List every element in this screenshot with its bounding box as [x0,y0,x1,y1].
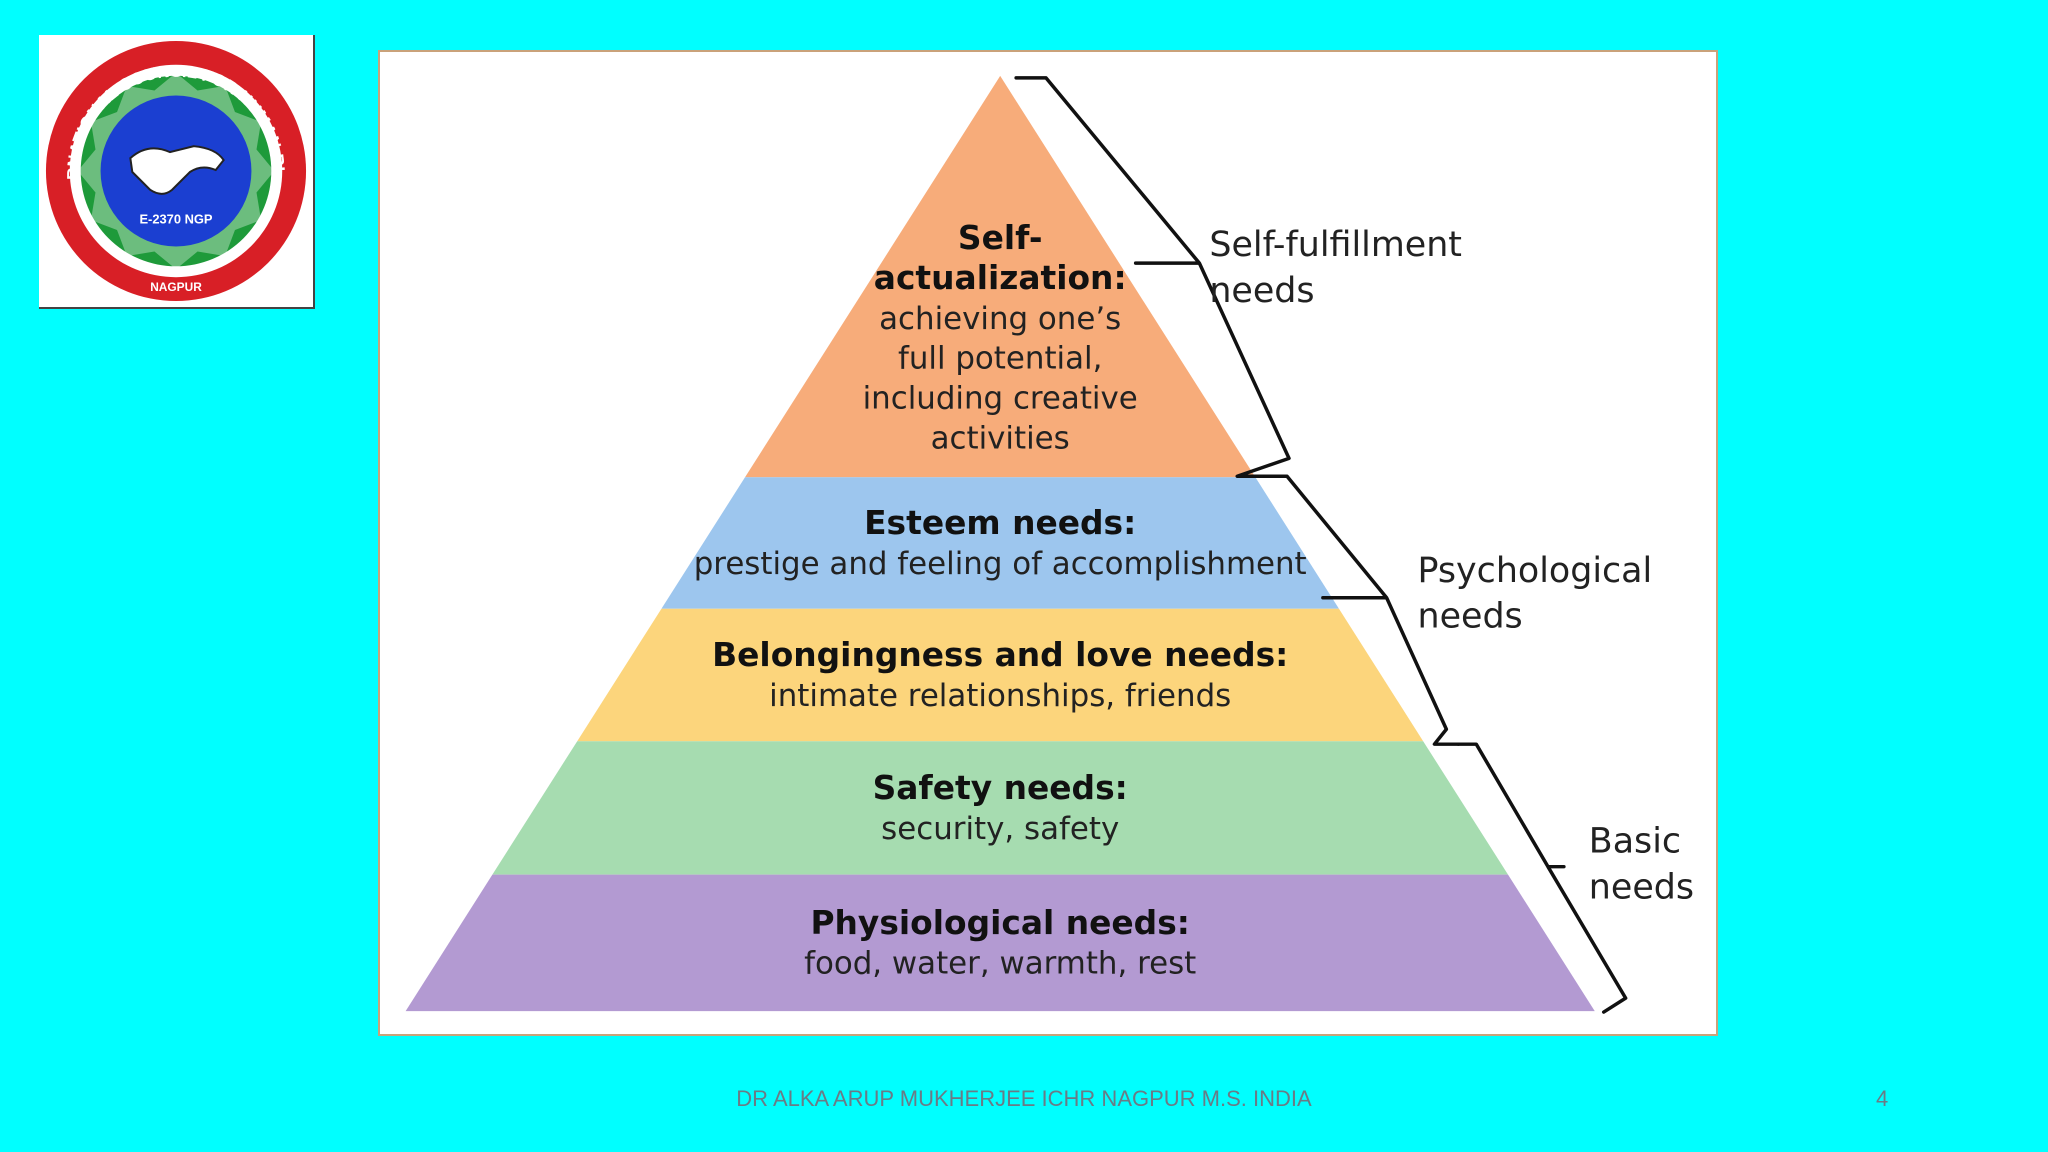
tier-esteem-description: prestige and feeling of accomplishment [694,546,1307,582]
tier-self-actualization-description: full potential, [898,341,1102,377]
tier-safety-title: Safety needs: [873,768,1128,807]
group-label-psychological: Psychological [1417,551,1652,591]
tier-physiological-description: food, water, warmth, rest [804,946,1196,982]
pyramid-tier-self-actualization [745,75,1256,478]
logo-seal: E-2370 NGP INTERNATIONAL COUNCIL FOR HUM… [39,35,307,302]
tier-belongingness-title: Belongingness and love needs: [712,635,1288,674]
psychological-bracket [1263,474,1461,746]
group-label-self-fulfillment: Self-fulfillment [1209,225,1462,265]
group-label-psychological: needs [1417,597,1522,637]
tier-esteem-title: Esteem needs: [864,503,1136,542]
handshake-icon [129,145,225,195]
maslow-hierarchy-figure: Self-actualization: achieving one’s full p… [378,50,1718,1036]
tier-self-actualization-description: activities [931,420,1070,456]
self-fulfillment-bracket [1014,76,1291,479]
pyramid-tier-physiological [405,874,1595,1012]
pyramid-diagram: Self-actualization: achieving one’s full p… [405,75,1694,1014]
group-label-basic: Basic [1589,822,1681,862]
logo-code: E-2370 NGP [139,212,212,227]
tier-self-actualization-description: including creative [863,381,1138,417]
group-label-basic: needs [1589,868,1694,908]
tier-self-actualization-title: Self- [958,218,1043,257]
organization-logo: E-2370 NGP INTERNATIONAL COUNCIL FOR HUM… [39,35,315,309]
tier-belongingness-description: intimate relationships, friends [769,678,1231,714]
tier-safety-description: security, safety [881,811,1119,847]
basic-bracket [1456,742,1628,1014]
tier-self-actualization-title: actualization: [874,258,1127,297]
page-number: 4 [1876,1086,1889,1111]
logo-city: NAGPUR [150,280,202,294]
pyramid-tier-esteem [661,477,1339,609]
tier-self-actualization-description: achieving one’s [879,301,1121,337]
pyramid-tier-belongingness [577,608,1424,742]
group-label-self-fulfillment: needs [1209,271,1314,311]
tier-physiological-title: Physiological needs: [810,903,1189,942]
pyramid-tier-safety [492,741,1509,875]
footer-text: DR ALKA ARUP MUKHERJEE ICHR NAGPUR M.S. … [736,1086,1312,1111]
